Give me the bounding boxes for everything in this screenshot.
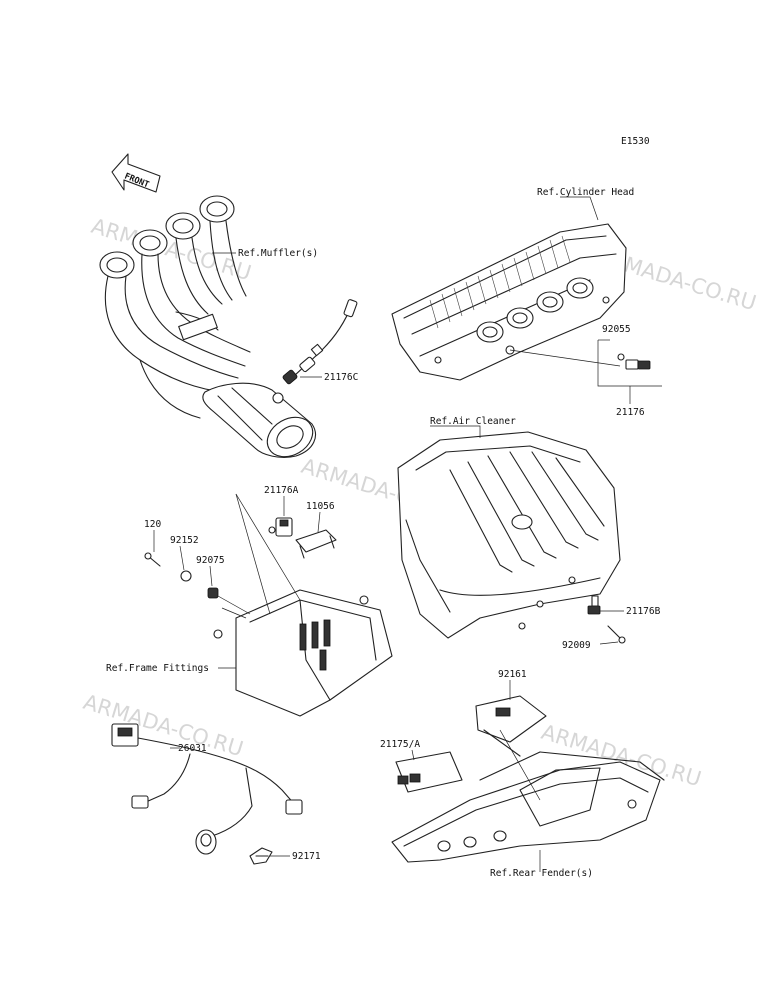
diagram-code: E1530	[621, 136, 650, 147]
label-ref-air-cleaner: Ref.Air Cleaner	[430, 416, 516, 427]
cylinder-head	[391, 223, 627, 381]
pressure-sensor-21176a	[268, 517, 293, 537]
label-21176c: 21176C	[324, 372, 358, 383]
label-21176b: 21176B	[626, 606, 661, 617]
label-ref-frame-fittings: Ref.Frame Fittings	[106, 663, 209, 674]
air-cleaner	[397, 431, 621, 639]
screw-92009	[607, 625, 626, 644]
label-92055: 92055	[602, 324, 631, 335]
temperature-sensor-21176	[625, 359, 651, 370]
sensor-bracket-assembly	[213, 589, 393, 717]
watermark: ARMADA-CO.RU	[81, 690, 246, 761]
label-92152: 92152	[170, 535, 199, 546]
rear-fender	[391, 751, 665, 863]
label-21176a: 21176A	[264, 485, 299, 496]
label-ref-mufflers: Ref.Muffler(s)	[238, 248, 318, 259]
washer-92055	[617, 353, 625, 361]
label-21176: 21176	[616, 407, 645, 418]
label-92075: 92075	[196, 555, 225, 566]
exhaust-header-assembly	[99, 195, 316, 458]
intake-sensor-21176b	[587, 595, 601, 615]
label-ref-cylinder-head: Ref.Cylinder Head	[537, 187, 634, 198]
bolt-120	[144, 552, 161, 567]
label-92009: 92009	[562, 640, 591, 651]
grommet-92075	[207, 587, 219, 599]
label-11056: 11056	[306, 501, 335, 512]
label-ref-rear-fenders: Ref.Rear Fender(s)	[490, 868, 593, 879]
oxygen-sensor-21176c	[282, 299, 358, 385]
bracket-11056	[295, 529, 337, 559]
clamp-92171	[249, 847, 273, 865]
label-92171: 92171	[292, 851, 321, 862]
ecu-21175a	[395, 751, 463, 793]
label-120: 120	[144, 519, 161, 530]
label-92161: 92161	[498, 669, 527, 680]
front-arrow-icon: FRONT	[111, 153, 161, 193]
bracket-92161	[475, 695, 547, 757]
label-26031: 26031	[178, 743, 207, 754]
label-21175a: 21175/A	[380, 739, 420, 750]
spacer-92152	[180, 570, 192, 582]
wiring-harness-26031	[111, 723, 303, 855]
